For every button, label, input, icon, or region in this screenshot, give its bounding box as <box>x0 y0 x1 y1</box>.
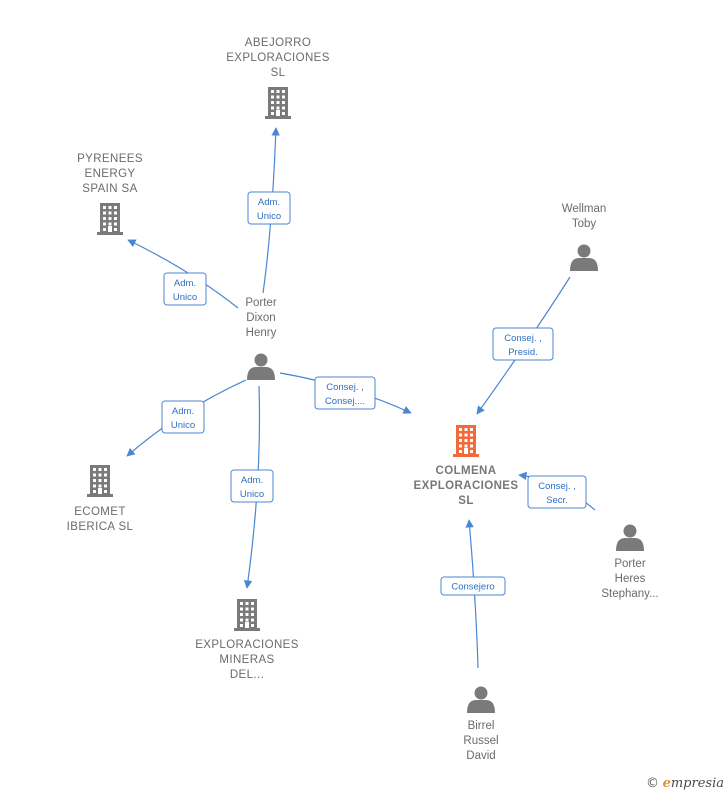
copyright-icon: © <box>645 776 659 791</box>
node-label-line: Porter <box>614 558 645 570</box>
edge-label-e2[interactable]: Adm. Unico <box>163 272 207 306</box>
edge-label-text: Adm. <box>172 406 194 417</box>
node-label-line: EXPLORACIONES <box>226 52 330 64</box>
node-label-line: Stephany... <box>601 588 658 600</box>
node-label-line: ENERGY <box>85 168 136 180</box>
edge-label-text: Unico <box>257 211 281 222</box>
edge-label-box <box>492 327 554 361</box>
empresia-brand[interactable]: © empresia <box>646 775 724 791</box>
building-icon <box>234 599 260 631</box>
empresia-logo-text: mpresia <box>670 776 724 791</box>
edge-label-text: Consejero <box>451 582 494 593</box>
node-label-line: DEL... <box>230 669 264 681</box>
edge-label-box <box>247 191 291 225</box>
node-label-line: EXPLORACIONES <box>195 639 299 651</box>
node-porter-heres[interactable]: PorterHeresStephany... <box>601 524 659 601</box>
person-icon <box>616 524 644 551</box>
edge-label-e3[interactable]: Consej. , Consej.... <box>314 376 376 410</box>
edge-label-text: Secr. <box>546 495 568 506</box>
edge-label-text: Unico <box>240 489 264 500</box>
person-icon <box>467 686 495 713</box>
edge-label-text: Consej. , <box>538 481 576 492</box>
building-icon <box>265 87 291 119</box>
node-ecomet[interactable]: ECOMET IBERICA SL <box>67 465 134 533</box>
node-label-line: IBERICA SL <box>67 521 134 533</box>
node-label-line: Dixon <box>246 312 275 324</box>
edge-label-box <box>440 576 506 596</box>
edge-label-text: Presid. <box>508 347 538 358</box>
node-label-line: SL <box>458 495 474 507</box>
node-label-line: SL <box>271 67 286 79</box>
edge-label-text: Unico <box>173 292 197 303</box>
edge-label-e7[interactable]: Consej. , Secr. <box>527 475 587 509</box>
edge-label-text: Adm. <box>258 197 280 208</box>
node-label-line: Wellman <box>562 203 607 215</box>
edge-porter-dixon-to-pyrenees <box>127 239 239 309</box>
person-icon <box>247 353 275 380</box>
edge-label-text: Unico <box>171 420 195 431</box>
node-label-line: SPAIN SA <box>82 183 137 195</box>
edge-birrel-to-colmena <box>465 519 479 669</box>
node-label-line: PYRENEES <box>77 153 143 165</box>
edge-label-e1[interactable]: Adm. Unico <box>247 191 291 225</box>
edge-label-text: Adm. <box>241 475 263 486</box>
edge-label-box <box>527 475 587 509</box>
edge-label-box <box>314 376 376 410</box>
node-label-line: COLMENA <box>436 465 497 477</box>
node-label-line: Russel <box>463 735 498 747</box>
edge-label-box <box>230 469 274 503</box>
node-label-line: David <box>466 750 495 762</box>
node-label-line: Toby <box>572 218 597 230</box>
edge-label-e8[interactable]: Consejero <box>440 576 506 596</box>
building-icon <box>97 203 123 235</box>
node-colmena[interactable]: COLMENA EXPLORACIONES SL <box>414 425 519 507</box>
node-label-line: Henry <box>246 327 277 339</box>
node-label-line: Birrel <box>468 720 495 732</box>
node-exploraciones-mineras[interactable]: EXPLORACIONES MINERAS DEL... <box>195 599 299 681</box>
building-icon <box>87 465 113 497</box>
edge-label-e4[interactable]: Adm. Unico <box>161 400 205 434</box>
edge-label-box <box>161 400 205 434</box>
person-icon <box>570 244 598 271</box>
node-label-line: ECOMET <box>74 506 126 518</box>
node-abejorro[interactable]: ABEJORRO EXPLORACIONES SL <box>226 37 330 119</box>
node-label-line: Heres <box>615 573 646 585</box>
edge-label-text: Consej.... <box>325 396 365 407</box>
edge-label-e5[interactable]: Adm. Unico <box>230 469 274 503</box>
node-label-line: MINERAS <box>219 654 274 666</box>
node-label-line: ABEJORRO <box>245 37 311 49</box>
node-label-line: EXPLORACIONES <box>414 480 519 492</box>
edge-label-text: Consej. , <box>326 382 364 393</box>
edge-label-text: Consej. , <box>504 333 542 344</box>
node-label-line: Porter <box>245 297 276 309</box>
edge-label-e6[interactable]: Consej. , Presid. <box>492 327 554 361</box>
building-icon <box>453 425 479 457</box>
edge-label-text: Adm. <box>174 278 196 289</box>
edge-label-box <box>163 272 207 306</box>
node-pyrenees[interactable]: PYRENEES ENERGY SPAIN SA <box>77 153 143 235</box>
nodes-layer: ABEJORRO EXPLORACIONES SL PYRENEES ENERGY SPA… <box>67 37 659 762</box>
empresia-logo-initial: e <box>662 776 671 791</box>
